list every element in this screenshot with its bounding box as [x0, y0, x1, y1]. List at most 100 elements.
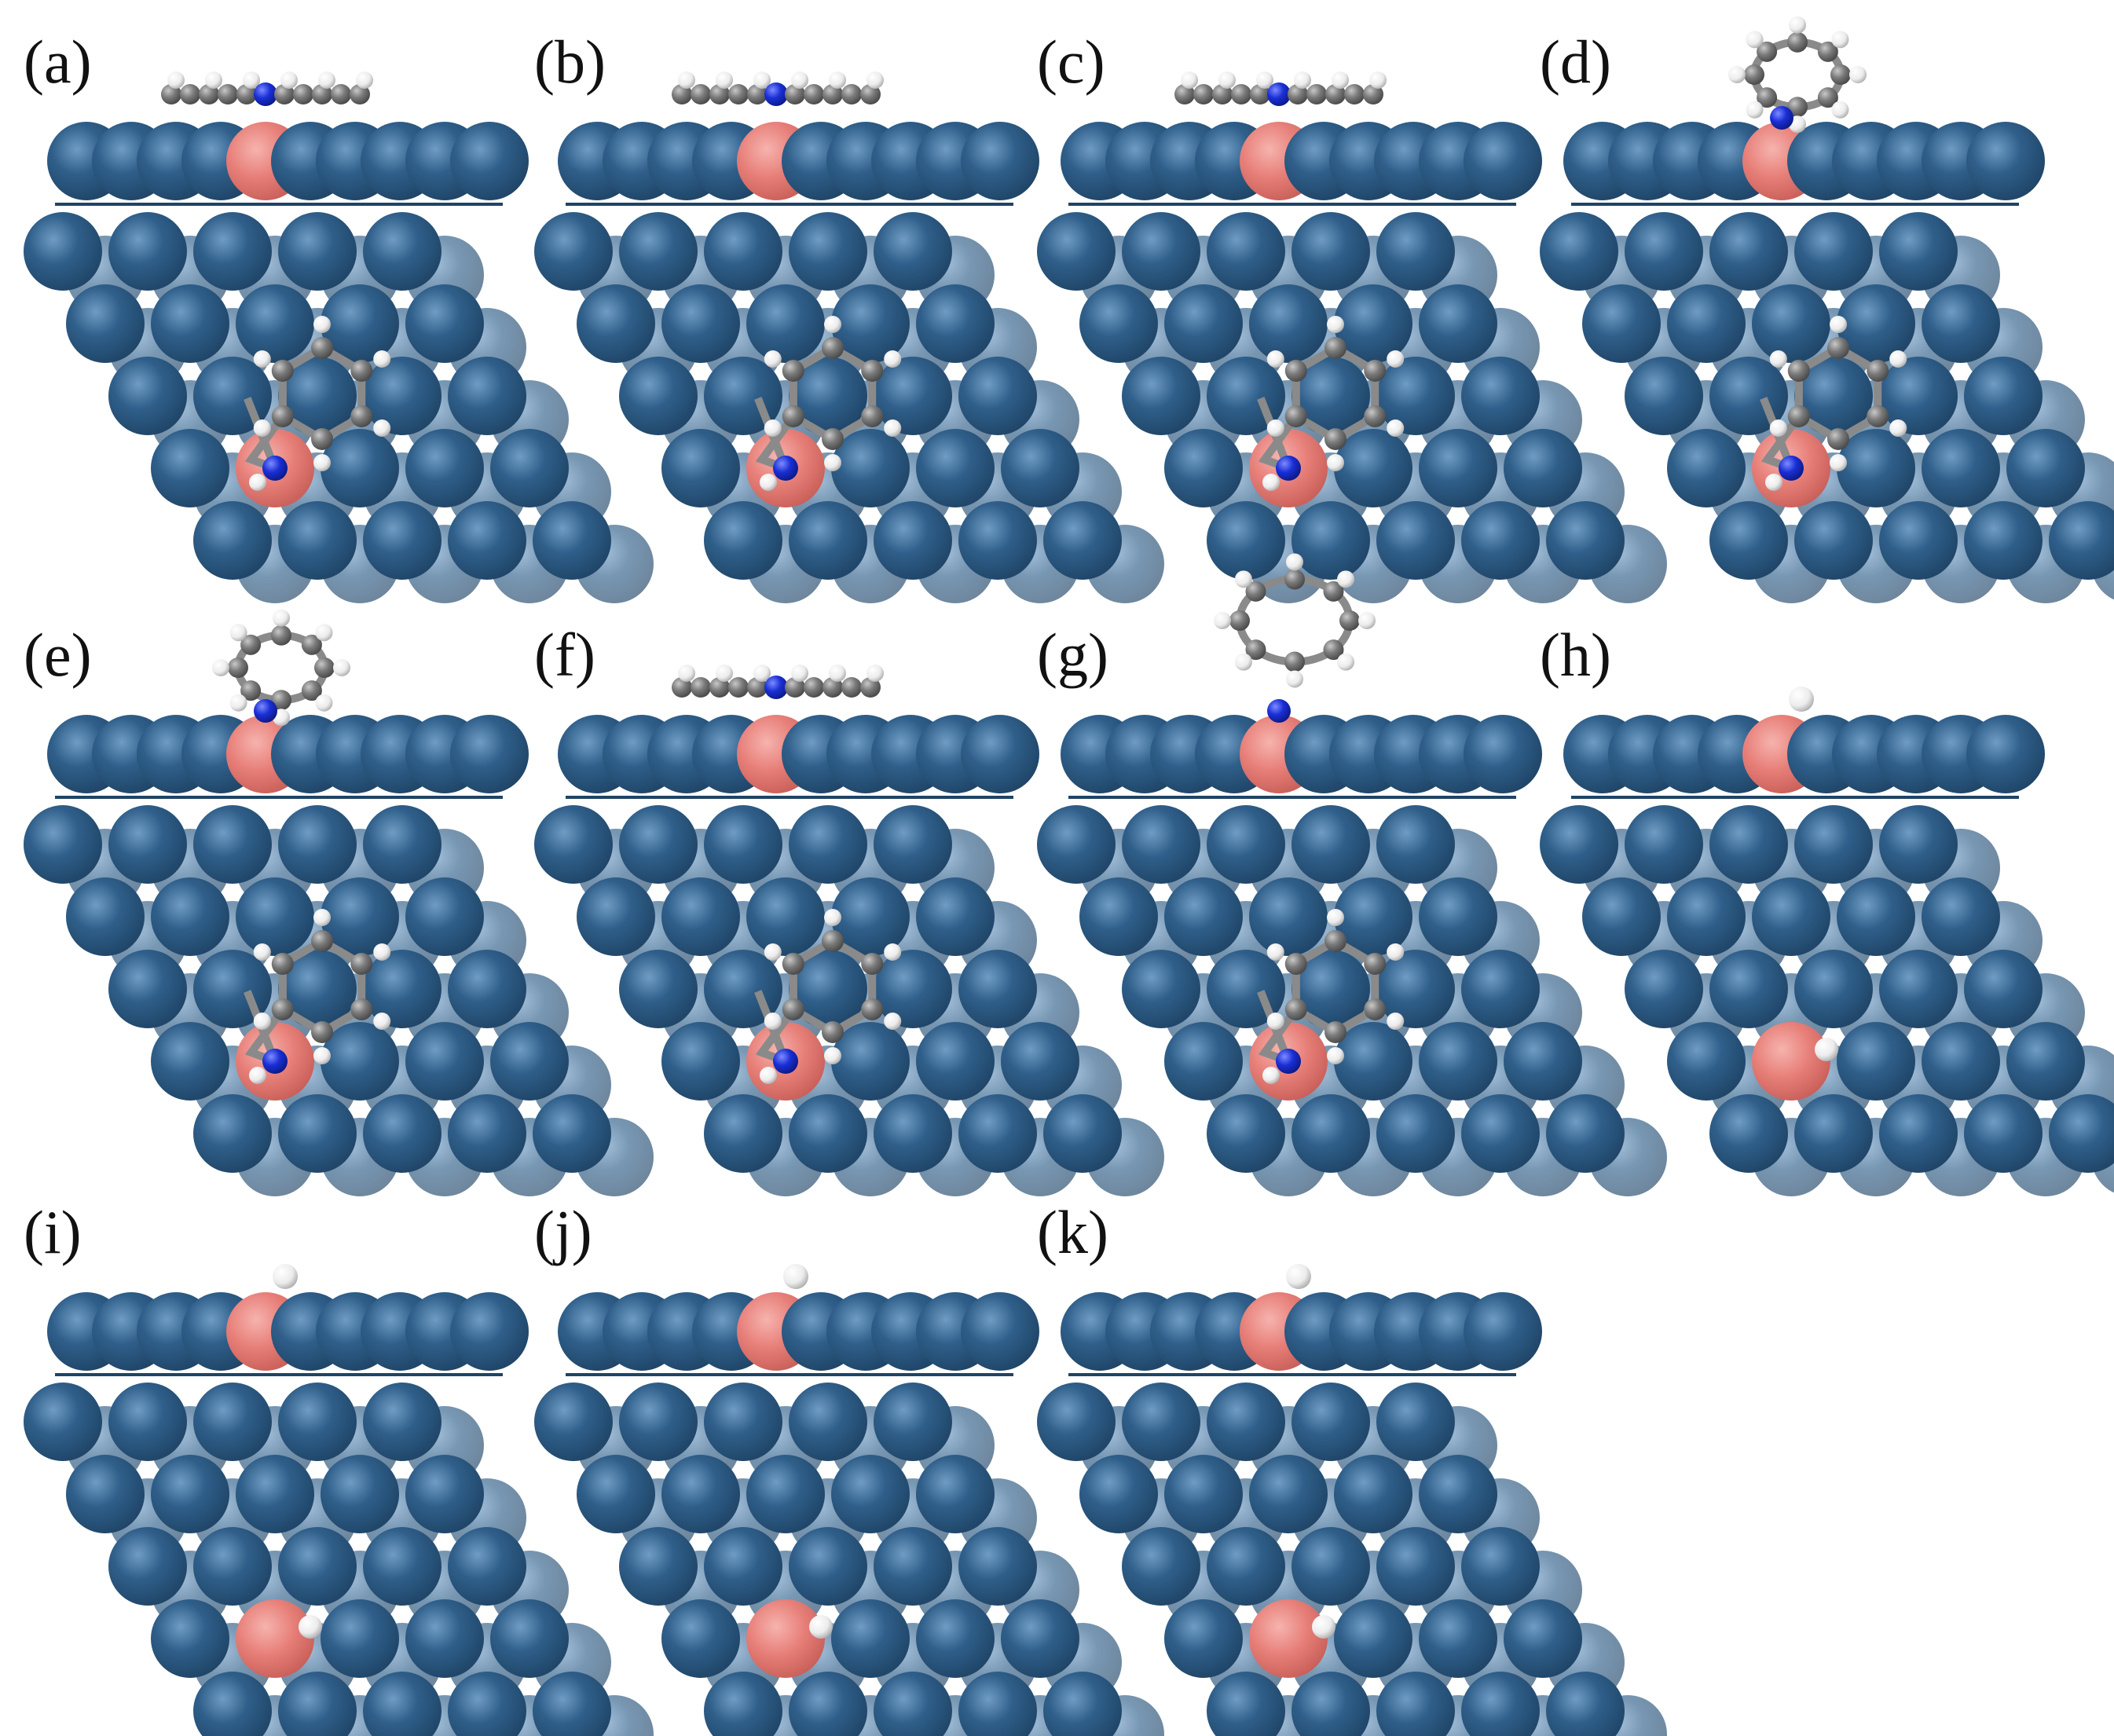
substrate-atom [831, 284, 910, 363]
carbon-atom [1245, 639, 1266, 661]
substrate-atom [2006, 429, 2085, 507]
substrate-atom [1922, 284, 2000, 363]
side-view-adsorbate [273, 1264, 298, 1289]
substrate-atom [1334, 1455, 1412, 1533]
substrate-atom [534, 212, 613, 291]
carbon-atom [1787, 31, 1808, 53]
side-view-adsorbate [161, 71, 373, 106]
substrate-atom [151, 1599, 229, 1678]
hydrogen-atom [764, 1013, 782, 1030]
substrate-atom [1419, 877, 1497, 956]
carbon-atom [728, 677, 749, 698]
hydrogen-atom [1358, 612, 1376, 629]
substrate-atom [236, 877, 314, 956]
hydrogen-atom [318, 71, 335, 89]
substrate-atom [1334, 1599, 1412, 1678]
substrate-atom [704, 1672, 782, 1736]
substrate-atom [1037, 1383, 1116, 1461]
hydrogen-atom [1387, 350, 1405, 368]
substrate-atom [1291, 805, 1370, 884]
substrate-atom [704, 1383, 782, 1461]
substrate-atom [1291, 1383, 1370, 1461]
hydrogen-atom [824, 909, 841, 926]
substrate-atom [1001, 1599, 1079, 1678]
carbon-atom [823, 84, 843, 104]
hydrogen-atom [205, 71, 222, 89]
hydrogen-atom [1266, 1013, 1284, 1030]
carbon-atom [1284, 953, 1307, 975]
panel-label: (k) [1037, 1198, 1108, 1266]
substrate-atom [704, 212, 782, 291]
substrate-atom [1376, 950, 1455, 1028]
hydrogen-atom [253, 419, 271, 437]
carbon-atom [804, 84, 824, 104]
substrate-atom [193, 1094, 272, 1173]
top-view-adsorbate [754, 316, 902, 491]
panel-c: (c) [1037, 27, 1667, 603]
substrate-atom [278, 805, 357, 884]
carbon-atom [1325, 84, 1346, 104]
substrate-atom [874, 212, 952, 291]
hydrogen-atom [1831, 31, 1849, 49]
hydrogen-atom [1728, 66, 1746, 83]
substrate-atom [1419, 1022, 1497, 1101]
substrate-atom [1546, 1672, 1625, 1736]
substrate-atom [363, 501, 441, 580]
hydrogen-atom [1266, 350, 1284, 368]
nitrogen-atom [262, 1049, 288, 1074]
hydrogen-atom [253, 1013, 271, 1030]
substrate-atom [1122, 1383, 1200, 1461]
substrate-atom [619, 357, 698, 435]
top-view-adsorbate [1257, 316, 1405, 491]
top-view-slab [24, 805, 654, 1196]
substrate-atom [1625, 805, 1703, 884]
substrate-atom [1376, 1672, 1455, 1736]
carbon-atom [785, 677, 805, 698]
substrate-atom [363, 1094, 441, 1173]
hydrogen-atom [1387, 943, 1405, 961]
panel-label: (d) [1540, 27, 1611, 96]
carbon-atom [1867, 405, 1889, 427]
carbon-atom [301, 680, 322, 701]
substrate-atom [1546, 501, 1625, 580]
substrate-atom [533, 1672, 611, 1736]
substrate-atom [1164, 877, 1243, 956]
hydrogen-atom [373, 1013, 391, 1030]
carbon-atom [1324, 428, 1346, 450]
substrate-atom [1625, 950, 1703, 1028]
dopant-atom [746, 1599, 825, 1678]
carbon-atom [1212, 84, 1233, 104]
nitrogen-atom [1267, 699, 1291, 723]
substrate-atom [24, 212, 102, 291]
nitrogen-atom [773, 456, 798, 481]
hydrogen-atom [333, 659, 350, 676]
substrate-atom [619, 805, 698, 884]
hydrogen-atom [1286, 1264, 1311, 1289]
substrate-atom [661, 1599, 740, 1678]
carbon-atom [271, 998, 294, 1020]
substrate-atom [1625, 212, 1703, 291]
substrate-atom [1964, 1094, 2043, 1173]
substrate-atom [1504, 1022, 1582, 1101]
hydrogen-atom [356, 71, 373, 89]
carbon-atom [1364, 998, 1387, 1020]
top-view-adsorbate [754, 909, 902, 1084]
hydrogen-atom [753, 665, 771, 682]
substrate-atom [831, 1599, 910, 1678]
substrate-atom [874, 950, 952, 1028]
hydrogen-atom [824, 316, 841, 333]
substrate-atom [746, 877, 825, 956]
hydrogen-atom [884, 419, 902, 437]
substrate-atom [1376, 1094, 1455, 1173]
side-view-adsorbate [672, 71, 884, 106]
substrate-atom [363, 1672, 441, 1736]
substrate-atom [278, 950, 357, 1028]
hydrogen-atom [1327, 316, 1344, 333]
substrate-atom [1582, 284, 1661, 363]
panel-label: (j) [534, 1198, 592, 1266]
substrate-atom [1709, 501, 1788, 580]
hydrogen-atom [1889, 419, 1907, 437]
carbon-atom [1817, 41, 1838, 62]
substrate-atom [1964, 950, 2043, 1028]
carbon-atom [1817, 87, 1838, 108]
